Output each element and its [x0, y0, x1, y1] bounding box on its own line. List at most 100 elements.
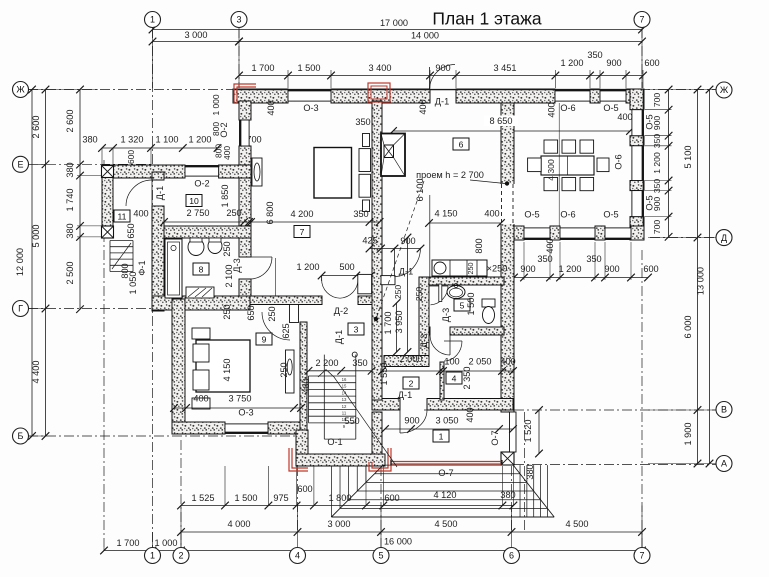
- svg-text:О-5: О-5: [603, 103, 618, 113]
- svg-text:Г: Г: [18, 304, 23, 314]
- svg-text:600: 600: [644, 58, 659, 68]
- svg-text:2 050: 2 050: [469, 357, 492, 367]
- svg-text:1 700: 1 700: [252, 63, 275, 73]
- svg-text:400: 400: [484, 209, 499, 219]
- svg-text:900: 900: [520, 264, 535, 274]
- svg-text:5 000: 5 000: [31, 225, 41, 248]
- svg-text:250: 250: [393, 285, 403, 300]
- svg-text:А: А: [721, 459, 727, 469]
- svg-text:6: 6: [459, 139, 464, 149]
- svg-text:О-2: О-2: [194, 179, 209, 189]
- svg-text:350: 350: [355, 117, 370, 127]
- svg-text:7: 7: [300, 227, 305, 237]
- svg-text:О-5: О-5: [645, 114, 655, 129]
- svg-text:Д-1: Д-1: [398, 390, 412, 400]
- svg-text:380: 380: [525, 464, 535, 479]
- svg-text:5 100: 5 100: [683, 146, 693, 169]
- svg-text:4 500: 4 500: [435, 519, 458, 529]
- svg-text:Д: Д: [721, 233, 727, 243]
- svg-text:3 451: 3 451: [494, 63, 517, 73]
- svg-text:9: 9: [343, 424, 346, 429]
- svg-text:проем h = 2 700: проем h = 2 700: [416, 170, 484, 180]
- svg-text:4: 4: [452, 373, 457, 383]
- svg-text:500: 500: [339, 262, 354, 272]
- svg-text:1 200: 1 200: [189, 135, 212, 145]
- svg-text:3: 3: [354, 324, 359, 334]
- svg-text:650: 650: [246, 305, 256, 320]
- svg-text:250: 250: [267, 306, 277, 321]
- svg-text:5: 5: [460, 300, 465, 310]
- svg-text:4 300: 4 300: [546, 159, 556, 181]
- svg-text:1 050: 1 050: [128, 272, 138, 295]
- svg-text:1 200: 1 200: [559, 264, 582, 274]
- svg-text:1 550: 1 550: [379, 363, 389, 386]
- svg-text:Д-1: Д-1: [399, 267, 413, 277]
- svg-text:400: 400: [547, 102, 557, 117]
- svg-text:О-5: О-5: [524, 210, 539, 220]
- svg-text:Б: Б: [18, 431, 24, 441]
- svg-text:3: 3: [236, 15, 241, 25]
- svg-text:400: 400: [617, 112, 632, 122]
- svg-text:3 400: 3 400: [369, 63, 392, 73]
- svg-text:1 100: 1 100: [156, 135, 179, 145]
- svg-text:1 320: 1 320: [121, 135, 144, 145]
- svg-text:2 000: 2 000: [400, 354, 423, 364]
- svg-text:400: 400: [500, 357, 515, 367]
- svg-text:2: 2: [409, 378, 414, 388]
- svg-text:О-2: О-2: [219, 122, 229, 137]
- svg-text:1 000: 1 000: [155, 538, 178, 548]
- svg-text:4 150: 4 150: [222, 359, 232, 382]
- svg-text:О-7: О-7: [438, 468, 453, 478]
- svg-text:12: 12: [342, 404, 347, 409]
- svg-text:425: 425: [362, 236, 377, 246]
- svg-text:400: 400: [418, 99, 428, 114]
- svg-text:1 900: 1 900: [683, 423, 693, 446]
- svg-text:350: 350: [587, 50, 602, 60]
- svg-text:11: 11: [342, 411, 347, 416]
- svg-text:800: 800: [120, 263, 130, 278]
- svg-text:900: 900: [604, 264, 619, 274]
- svg-text:400: 400: [266, 100, 276, 115]
- svg-text:2 600: 2 600: [31, 116, 41, 139]
- svg-text:10: 10: [342, 417, 347, 422]
- svg-text:О-1: О-1: [327, 437, 342, 447]
- svg-text:О-5: О-5: [645, 195, 655, 210]
- svg-text:Д-3: Д-3: [441, 308, 451, 322]
- svg-text:100: 100: [444, 357, 459, 367]
- svg-text:900: 900: [652, 197, 662, 212]
- svg-text:1 200: 1 200: [561, 58, 584, 68]
- svg-text:350: 350: [586, 254, 601, 264]
- svg-text:9: 9: [262, 334, 267, 344]
- svg-text:1 500: 1 500: [235, 493, 258, 503]
- svg-text:350: 350: [352, 358, 367, 368]
- svg-text:4 500: 4 500: [566, 519, 589, 529]
- svg-text:16: 16: [342, 377, 347, 382]
- svg-text:1 500: 1 500: [466, 293, 476, 316]
- svg-text:250: 250: [222, 304, 232, 319]
- svg-text:1 850: 1 850: [220, 185, 230, 208]
- svg-text:О-3: О-3: [238, 408, 253, 418]
- svg-text:400: 400: [301, 378, 311, 393]
- svg-text:380: 380: [500, 490, 515, 500]
- svg-text:О-7: О-7: [490, 430, 500, 445]
- svg-text:7: 7: [639, 551, 644, 561]
- svg-text:350: 350: [353, 209, 368, 219]
- svg-text:5: 5: [378, 551, 383, 561]
- svg-text:550: 550: [344, 416, 359, 426]
- svg-text:380: 380: [65, 162, 75, 177]
- svg-text:900: 900: [400, 236, 415, 246]
- svg-text:1 700: 1 700: [383, 312, 393, 335]
- svg-text:4: 4: [295, 551, 300, 561]
- svg-text:2 600: 2 600: [65, 110, 75, 133]
- svg-text:1 200: 1 200: [297, 262, 320, 272]
- svg-text:975: 975: [273, 493, 288, 503]
- svg-text:В: В: [721, 405, 727, 415]
- svg-text:2: 2: [178, 551, 183, 561]
- svg-text:4 400: 4 400: [31, 361, 41, 384]
- svg-text:4 000: 4 000: [228, 519, 251, 529]
- svg-text:4 120: 4 120: [434, 490, 457, 500]
- svg-text:6 800: 6 800: [265, 202, 275, 225]
- svg-text:800: 800: [474, 238, 484, 253]
- svg-text:4 150: 4 150: [435, 209, 458, 219]
- svg-text:3 000: 3 000: [328, 519, 351, 529]
